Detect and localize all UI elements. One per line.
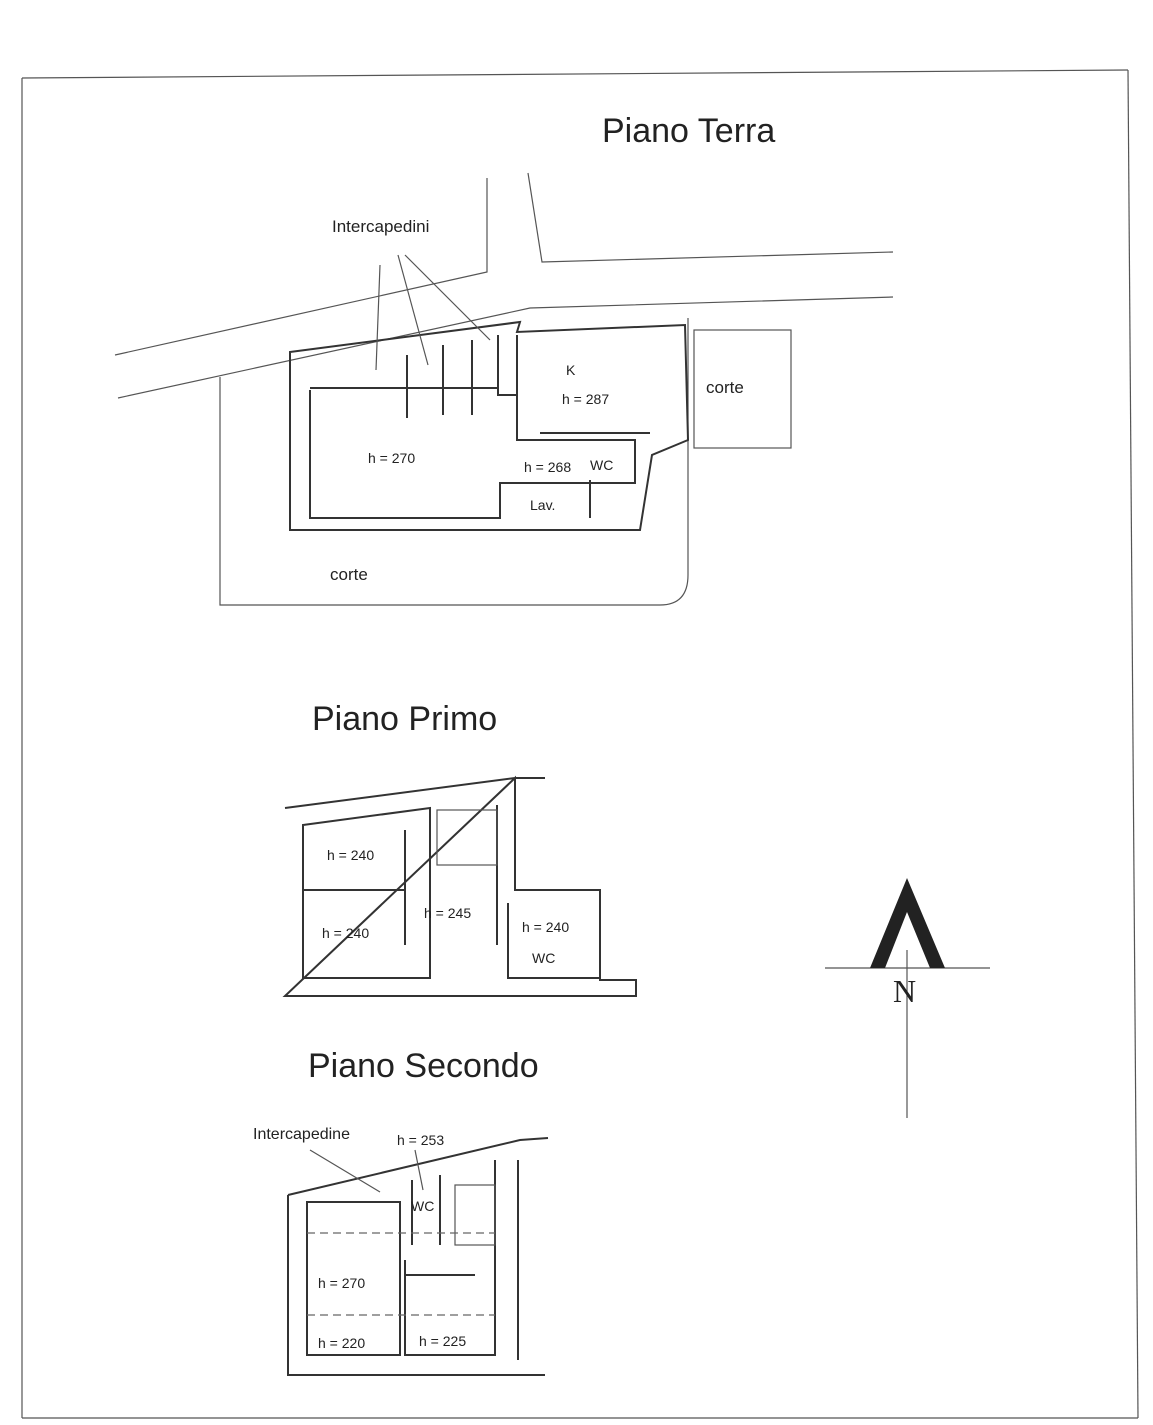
north-label: N bbox=[893, 973, 916, 1009]
ground-floor-plan: Piano Terra Intercapedini K h = 287 h = … bbox=[114, 112, 894, 606]
room-height: h = 268 bbox=[524, 459, 571, 475]
room-height: h = 245 bbox=[424, 905, 471, 921]
intercapedini-label: Intercapedini bbox=[332, 217, 429, 236]
room-height: h = 287 bbox=[562, 391, 609, 407]
streets bbox=[114, 172, 894, 399]
courtyard-label: corte bbox=[706, 378, 744, 397]
staircase bbox=[454, 1184, 496, 1246]
second-floor-title: Piano Secondo bbox=[308, 1047, 539, 1085]
lot-boundary bbox=[219, 318, 689, 606]
intercapedine-label: Intercapedine bbox=[253, 1126, 350, 1143]
second-floor-plan: Piano Secondo Intercapedine h = 253 WC h… bbox=[253, 1047, 549, 1376]
east-courtyard-outline bbox=[693, 329, 792, 449]
room-label: WC bbox=[411, 1198, 434, 1214]
room-label: WC bbox=[590, 457, 613, 473]
room-height: h = 240 bbox=[327, 847, 374, 863]
room-height: h = 270 bbox=[368, 450, 415, 466]
room-height: h = 240 bbox=[522, 919, 569, 935]
first-floor-title: Piano Primo bbox=[312, 700, 497, 738]
room-height: h = 270 bbox=[318, 1275, 365, 1291]
room-label: Lav. bbox=[530, 497, 555, 513]
ground-floor-title: Piano Terra bbox=[602, 112, 775, 150]
room-height: h = 225 bbox=[419, 1333, 466, 1349]
room-height: h = 240 bbox=[322, 925, 369, 941]
first-floor-plan: Piano Primo h = 240 h = 240 h = 245 h = … bbox=[282, 700, 637, 997]
staircase bbox=[436, 809, 498, 866]
north-arrow-icon: N bbox=[825, 878, 990, 1118]
room-label: WC bbox=[532, 950, 555, 966]
room-height: h = 220 bbox=[318, 1335, 365, 1351]
courtyard-label: corte bbox=[330, 565, 368, 584]
room-height: h = 253 bbox=[397, 1132, 444, 1148]
room-label: K bbox=[566, 362, 576, 378]
sheet-frame bbox=[21, 69, 1139, 1419]
building-outline bbox=[289, 320, 690, 531]
